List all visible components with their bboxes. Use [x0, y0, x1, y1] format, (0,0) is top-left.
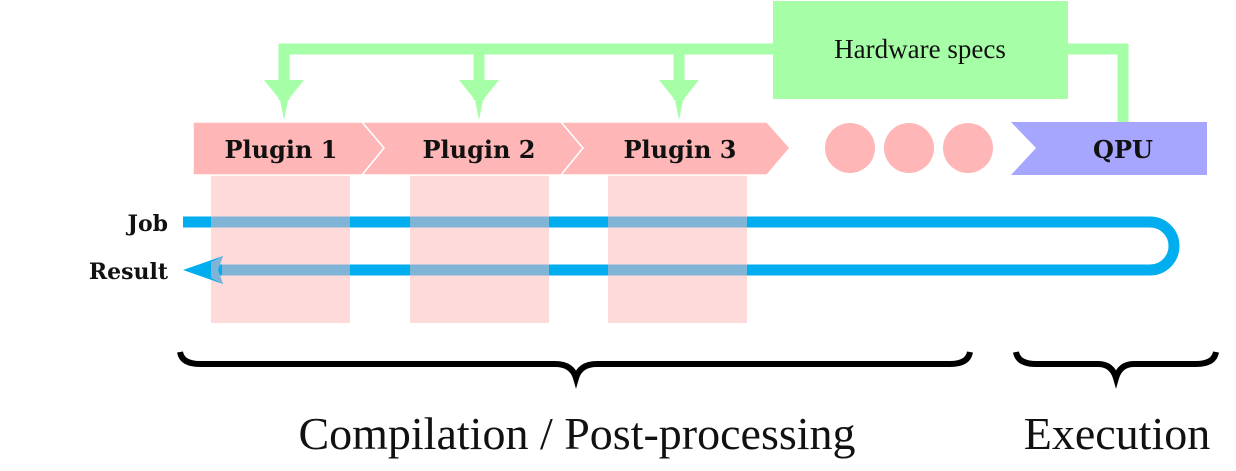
result-label: Result	[89, 259, 169, 285]
ellipsis-dot	[825, 123, 875, 173]
plugin-2-shade	[410, 175, 549, 323]
execution-label: Execution	[1024, 408, 1211, 459]
hardware-specs-label: Hardware specs	[834, 34, 1006, 64]
compilation-brace	[177, 351, 973, 389]
qpu-label: QPU	[1093, 135, 1153, 164]
arrow-down-icon	[459, 80, 499, 120]
plugin-1-label: Plugin 1	[224, 135, 337, 164]
hardware-specs-box	[773, 1, 1068, 99]
connector-line	[278, 43, 780, 100]
qpu-stage	[1011, 122, 1207, 175]
arrow-down-icon	[659, 80, 699, 120]
flow-overlays	[211, 216, 747, 284]
job-result-flow-line	[183, 216, 1180, 276]
execution-brace	[1013, 351, 1219, 389]
flow-overlay	[608, 216, 747, 228]
ellipsis-dot	[943, 123, 993, 173]
job-label: Job	[126, 211, 168, 237]
flow-overlay	[410, 264, 549, 276]
plugin-2-label: Plugin 2	[422, 135, 535, 164]
flow-overlay	[410, 216, 549, 228]
plugin-3-stage	[559, 121, 791, 176]
flow-overlay	[608, 264, 747, 276]
flow-overlay	[211, 216, 350, 228]
plugin-3-label: Plugin 3	[623, 135, 736, 164]
arrow-down-icon	[264, 80, 304, 120]
compilation-label: Compilation / Post-processing	[298, 408, 855, 459]
flow-overlay	[211, 256, 223, 284]
plugin-3-shade	[608, 175, 747, 323]
flow-overlay	[222, 264, 350, 276]
ellipsis-dot	[884, 123, 934, 173]
plugin-1-shade	[211, 175, 350, 323]
connector-line	[1060, 43, 1129, 122]
